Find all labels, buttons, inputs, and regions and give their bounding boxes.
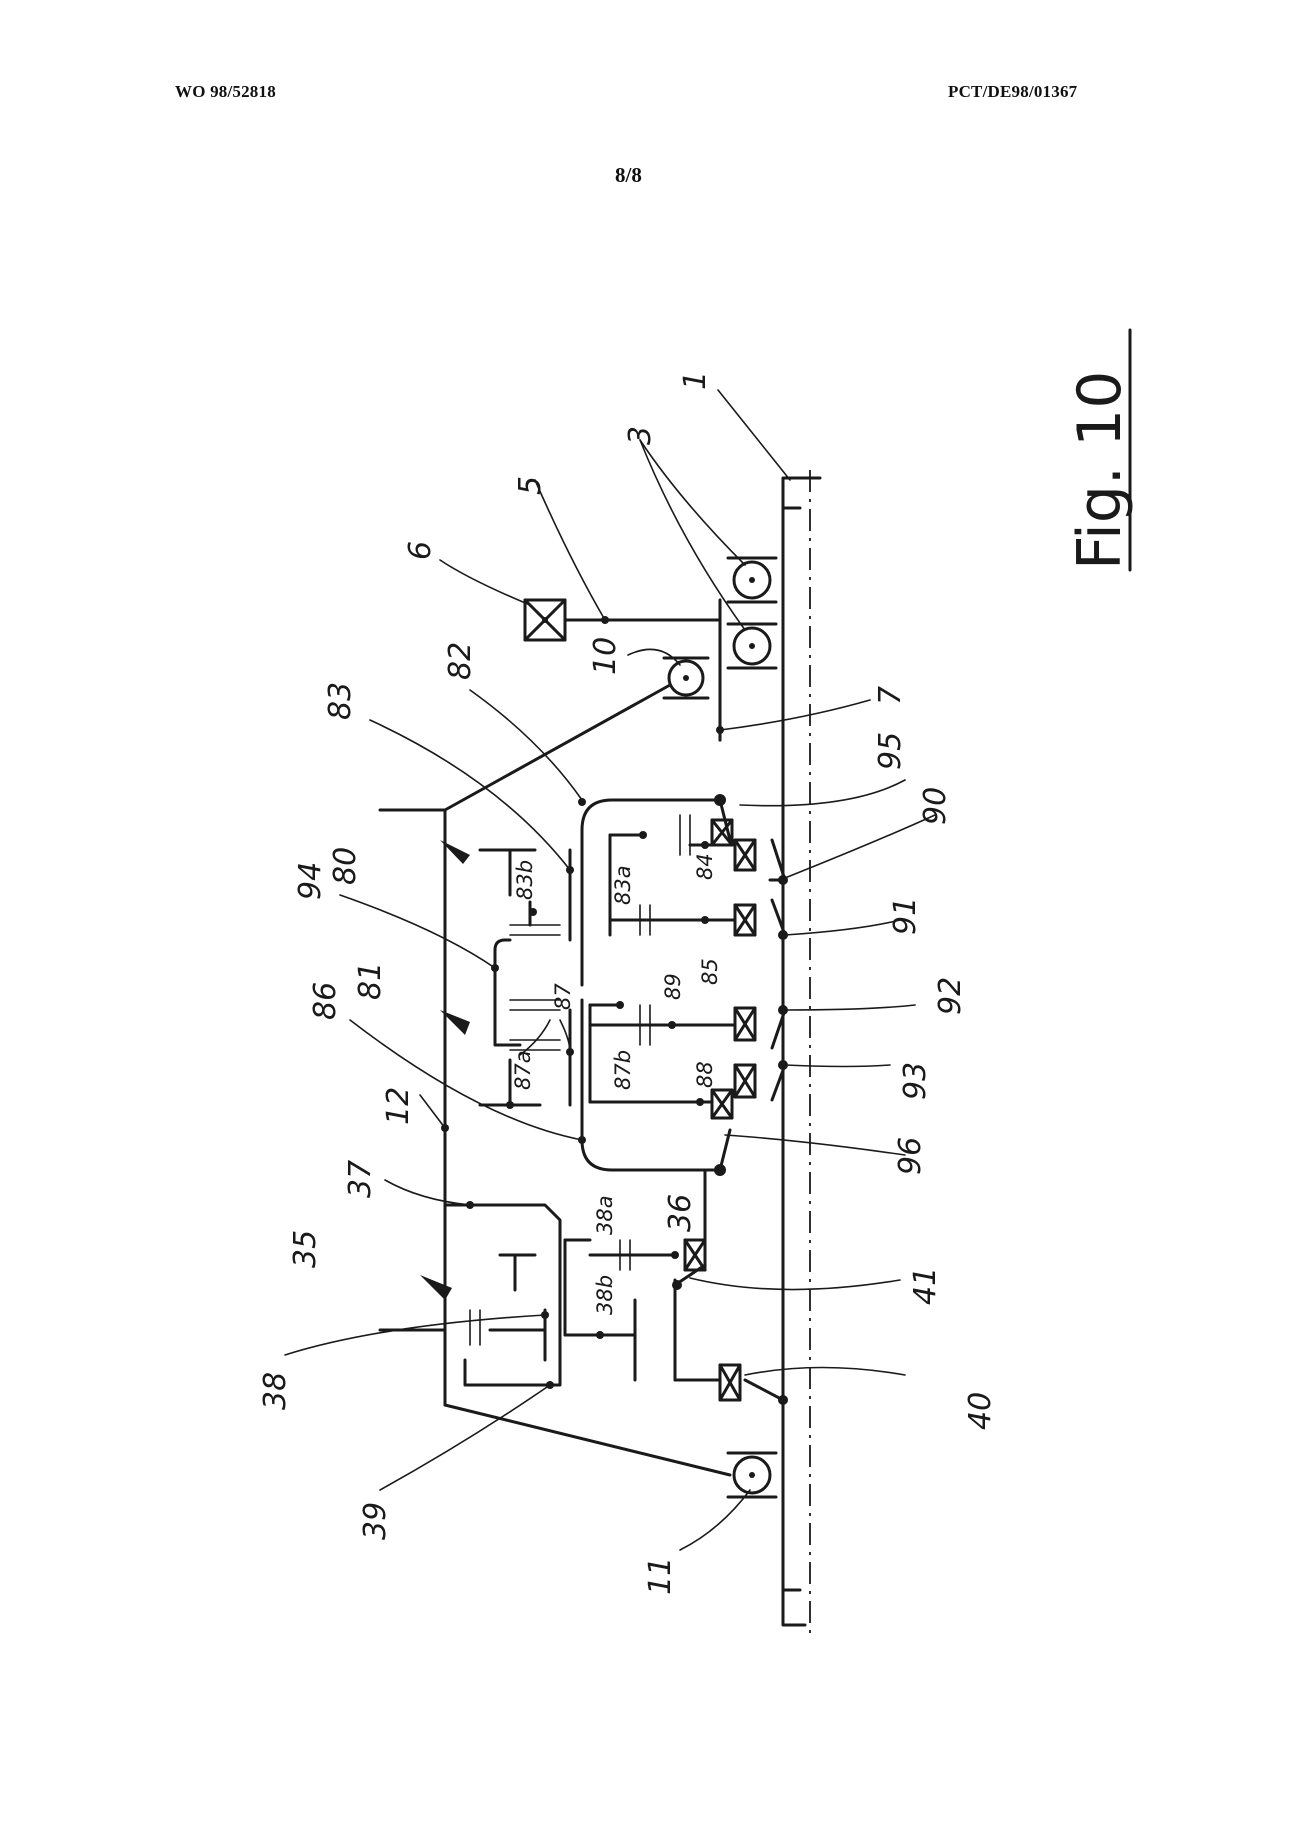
- label-83a: 83a: [611, 865, 635, 905]
- shaft-7: [716, 698, 724, 742]
- label-12: 12: [381, 1087, 416, 1125]
- label-36: 36: [663, 1194, 698, 1232]
- label-89: 89: [661, 973, 685, 1000]
- brake-89: [588, 1004, 757, 1046]
- brake-84: [710, 818, 757, 872]
- brake-88: [588, 1063, 757, 1120]
- brake-85: [608, 903, 757, 937]
- label-94: 94: [293, 862, 328, 900]
- brake-40: [718, 1363, 788, 1405]
- label-6: 6: [403, 541, 438, 560]
- carrier-82: [578, 794, 726, 987]
- label-35: 35: [288, 1230, 323, 1268]
- figure-caption: Fig. 10: [1065, 328, 1135, 572]
- label-1: 1: [678, 371, 713, 390]
- gear-87b: [588, 1001, 624, 1104]
- label-40: 40: [963, 1392, 998, 1430]
- main-shaft: [781, 470, 822, 1640]
- housing-12: [378, 683, 732, 1477]
- actuators: [718, 798, 788, 1172]
- reference-labels: 1 3 5 6 7 10 11 12 35 36 37 38 38a 38b 3…: [258, 371, 998, 1595]
- figure-caption-text: Fig. 10: [1065, 371, 1135, 570]
- leader-lines: [284, 389, 936, 1551]
- label-91: 91: [888, 897, 923, 935]
- label-39: 39: [358, 1502, 393, 1540]
- label-85: 85: [698, 958, 722, 985]
- brake-41: [672, 1263, 707, 1290]
- label-38: 38: [258, 1372, 293, 1410]
- label-38a: 38a: [593, 1195, 617, 1235]
- planetary-35: [443, 1201, 722, 1389]
- label-83b: 83b: [513, 860, 537, 900]
- label-3: 3: [623, 426, 658, 445]
- element-6: [523, 598, 567, 642]
- page-indicator: 8/8: [615, 163, 642, 187]
- label-38b: 38b: [593, 1275, 617, 1315]
- label-82: 82: [443, 642, 478, 680]
- gear-set-81: [478, 938, 574, 1109]
- bearing-3-right: [726, 556, 778, 604]
- label-88: 88: [693, 1061, 717, 1088]
- label-10: 10: [588, 637, 623, 675]
- label-41: 41: [908, 1267, 943, 1305]
- label-83: 83: [323, 682, 358, 720]
- label-90: 90: [918, 787, 953, 825]
- label-92: 92: [933, 977, 968, 1015]
- bearing-3-left: [726, 622, 778, 670]
- gear-set-80: [478, 848, 574, 942]
- application-number: PCT/DE98/01367: [948, 82, 1078, 101]
- label-86: 86: [308, 982, 343, 1020]
- label-87: 87: [551, 983, 575, 1010]
- label-11: 11: [643, 1557, 678, 1595]
- pointer-arrows: [420, 840, 470, 1300]
- label-37: 37: [343, 1160, 378, 1198]
- label-5: 5: [513, 476, 548, 495]
- label-96: 96: [893, 1137, 928, 1175]
- label-93: 93: [898, 1062, 933, 1100]
- label-84: 84: [693, 853, 717, 880]
- bearing-11: [726, 1451, 778, 1499]
- label-80: 80: [328, 847, 363, 885]
- label-95: 95: [873, 732, 908, 770]
- bearing-10: [662, 656, 710, 700]
- label-87b: 87b: [611, 1050, 635, 1090]
- label-87a: 87a: [511, 1050, 535, 1090]
- publication-number: WO 98/52818: [175, 82, 276, 101]
- label-7: 7: [873, 686, 908, 705]
- label-81: 81: [353, 962, 388, 1000]
